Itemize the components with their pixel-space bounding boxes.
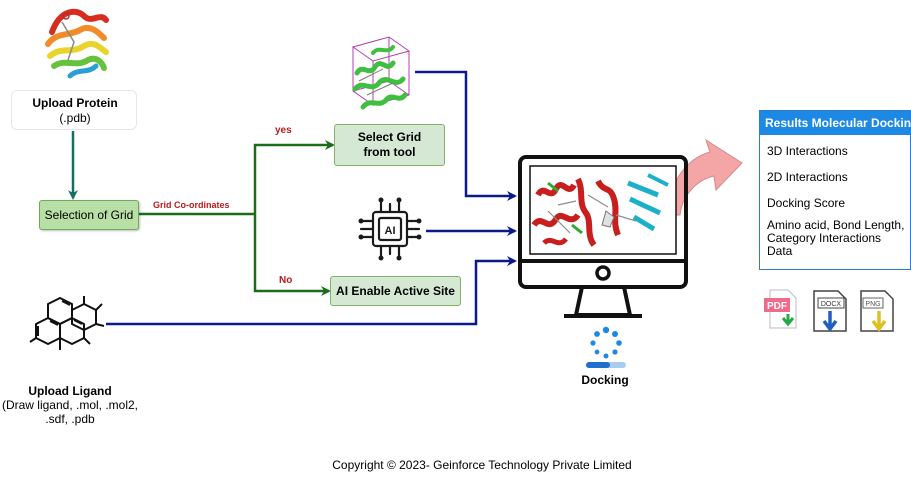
ai-chip-icon: AI [358,197,422,261]
arrow-no [253,214,331,296]
ai-enable-active-site-box[interactable]: AI Enable Active Site [330,276,461,306]
results-panel: Results Molecular Docking 3D Interaction… [759,110,911,270]
png-download-icon[interactable]: PNG [859,289,897,335]
ai-chip-text: AI [385,225,396,237]
upload-ligand-formats-line2: .sdf, .pdb [45,412,95,426]
png-icon-label: PNG [865,301,880,308]
docx-icon-label: DOCX [821,301,842,308]
result-amino-acid-data[interactable]: Amino acid, Bond Length, Category Intera… [767,218,905,258]
upload-ligand-formats-line1: (Draw ligand, .mol, .mol2, [1,398,139,412]
result-2d-interactions[interactable]: 2D Interactions [767,170,848,184]
arrow-yes [253,140,335,214]
arrow-grid-to-docking [415,70,517,201]
docked-complex-image [531,173,669,247]
computer-monitor-icon [518,155,688,318]
upload-protein-box[interactable]: Upload Protein (.pdb) [11,90,137,130]
copyright-footer: Copyright © 2023- Geinforce Technology P… [332,458,632,472]
pdf-download-icon[interactable]: PDF [764,288,800,332]
pdf-icon-label: PDF [767,301,787,312]
grid-box-protein-icon [351,36,411,110]
label-no: No [279,275,293,286]
upload-protein-title: Upload Protein [32,96,118,110]
result-3d-interactions[interactable]: 3D Interactions [767,144,848,158]
label-yes: yes [275,125,292,136]
protein-structure-icon [45,8,109,79]
arrow-ligand-to-docking [106,256,517,326]
upload-protein-format: (.pdb) [59,111,91,125]
docx-download-icon[interactable]: DOCX [812,289,850,335]
upload-ligand-title: Upload Ligand [28,384,112,398]
select-grid-from-tool-box[interactable]: Select Grid from tool [334,124,445,166]
select-grid-from-tool-label: Select Grid from tool [357,130,422,159]
ai-enable-active-site-label: AI Enable Active Site [336,283,455,298]
selection-of-grid-box[interactable]: Selection of Grid [39,200,139,230]
ligand-molecule-icon [29,296,105,350]
label-grid-coordinates: Grid Co-ordinates [153,200,230,210]
result-docking-score[interactable]: Docking Score [767,196,846,210]
results-header: Results Molecular Docking [760,111,911,135]
docking-label: Docking [581,373,629,387]
selection-of-grid-label: Selection of Grid [44,207,134,222]
docking-loading-icon [586,326,626,368]
